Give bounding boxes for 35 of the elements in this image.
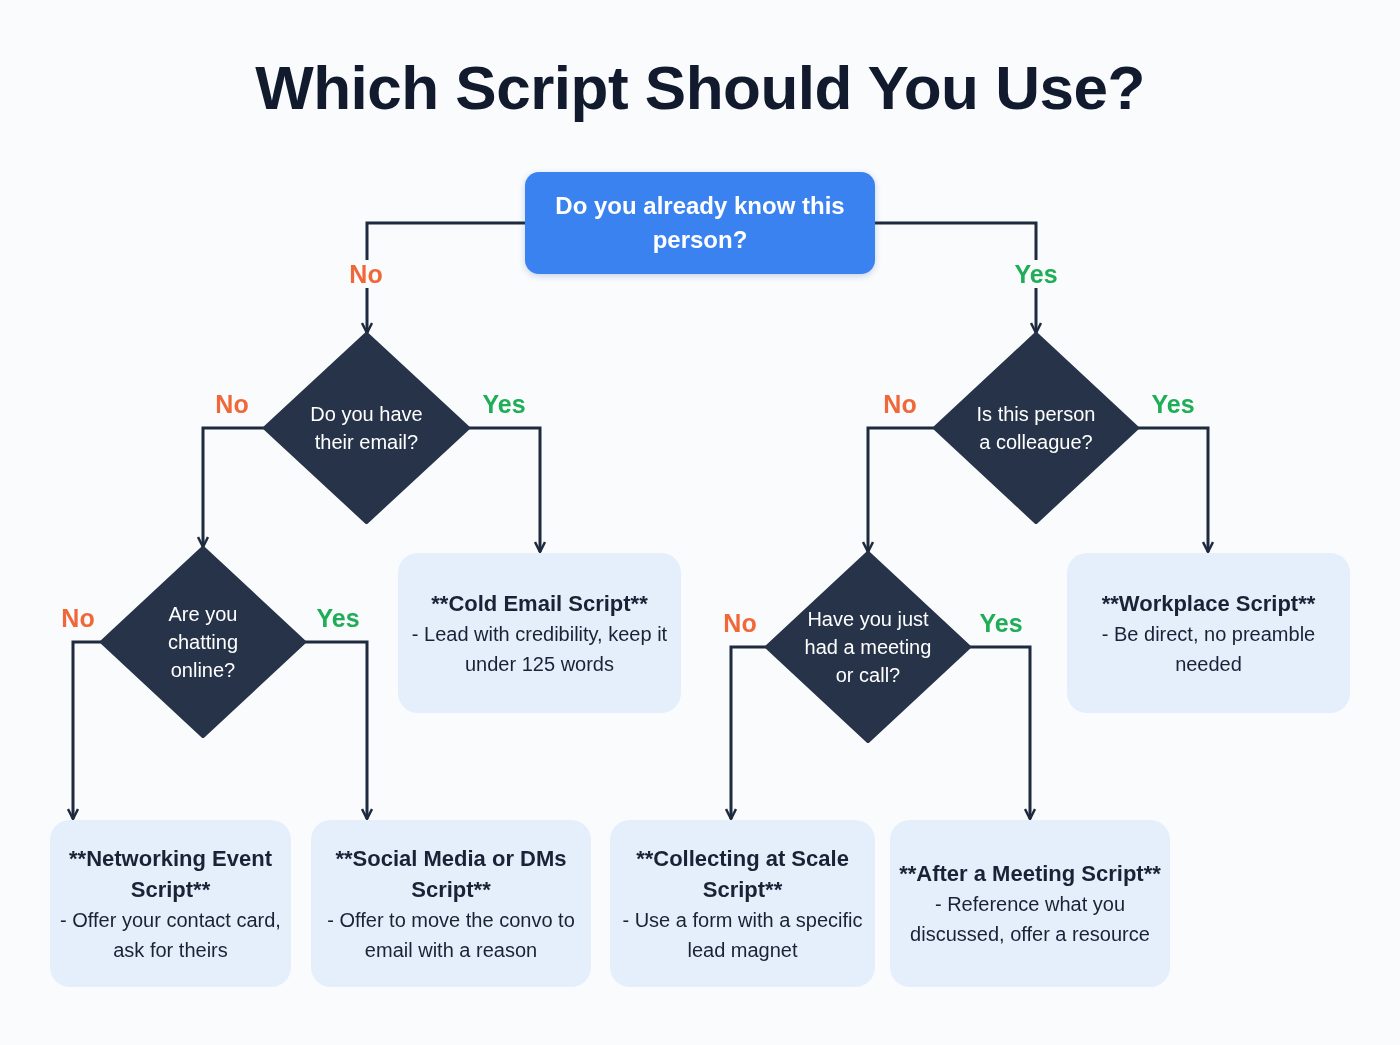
script-description: - Reference what you discussed, offer a resource: [909, 892, 1151, 947]
arrow: [468, 426, 547, 554]
script-title: **Collecting at Scale Script**: [635, 844, 850, 904]
question-box: [525, 172, 875, 274]
script-card: [1067, 553, 1350, 713]
script-title: **Networking Event Script**: [68, 844, 273, 904]
arrow: [861, 426, 935, 554]
script-description: - Lead with credibility, keep it under 125 words: [410, 621, 669, 677]
question-text: Are you chatting online?: [166, 602, 240, 683]
script-description: - Be direct, no preamble needed: [1100, 621, 1317, 677]
question-text: Have you just had a meeting or call?: [803, 607, 933, 688]
script-description: - Use a form with a specific lead magnet: [621, 907, 864, 963]
arrow: [1137, 426, 1215, 554]
arrow: [360, 221, 525, 335]
arrow: [875, 221, 1043, 335]
title: Which Script Should You Use?: [254, 52, 1146, 123]
arrow: [304, 640, 374, 821]
question-text: Is this person a colleague?: [975, 402, 1097, 455]
script-title: **Workplace Script**: [1101, 589, 1316, 618]
arrow: [969, 645, 1037, 821]
script-title: **Social Media or DMs Script**: [334, 844, 568, 904]
script-description: - Offer to move the convo to email with a reason: [326, 907, 576, 963]
arrow: [196, 426, 265, 549]
script-title: **After a Meeting Script**: [899, 860, 1161, 888]
script-description: - Offer your contact card, ask for theirs: [59, 907, 282, 963]
question-text: Do you already know this person?: [554, 191, 846, 255]
script-card: [610, 820, 875, 987]
arrow: [724, 645, 767, 821]
script-card: [50, 820, 291, 987]
question-text: Do you have their email?: [309, 402, 424, 455]
script-card: [311, 820, 591, 987]
script-title: **Cold Email Script**: [431, 589, 648, 618]
script-card: [398, 553, 681, 713]
script-card: [890, 820, 1170, 987]
arrow: [66, 640, 102, 821]
